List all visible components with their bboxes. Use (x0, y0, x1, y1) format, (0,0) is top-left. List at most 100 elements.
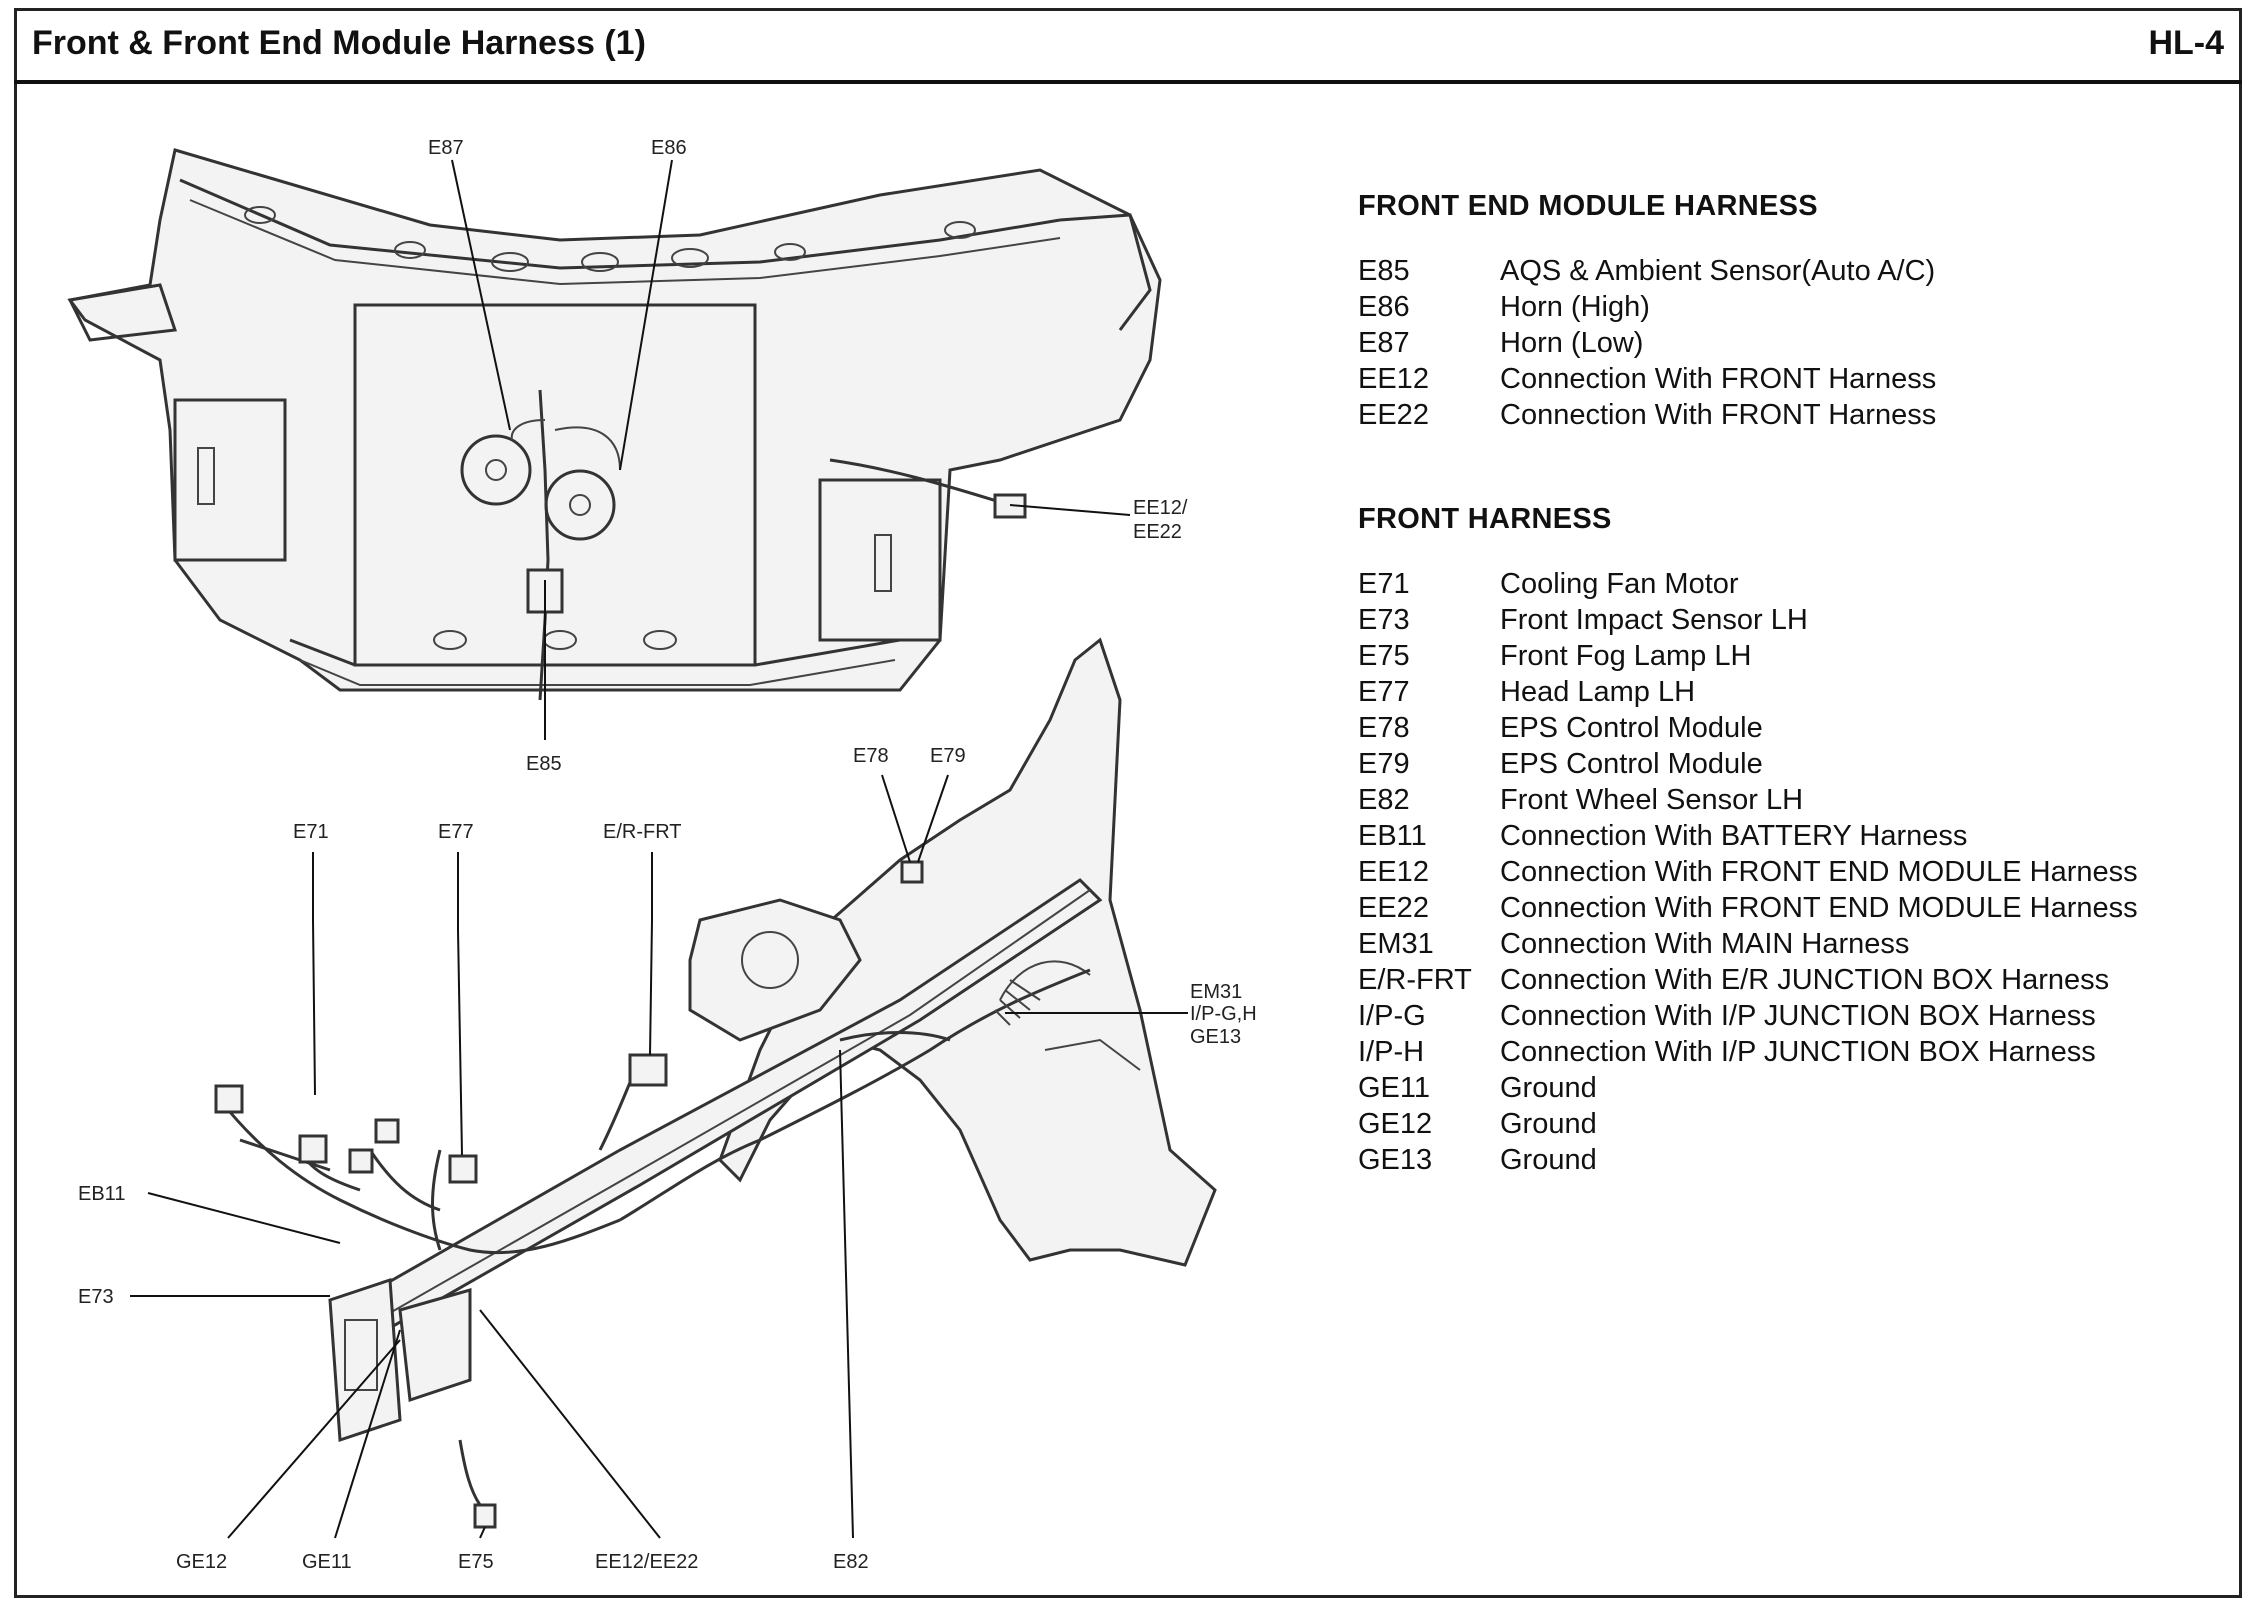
leader-e82 (839, 1049, 854, 1539)
connector-description: Front Fog Lamp LH (1500, 640, 1752, 672)
connector-code: E82 (1358, 784, 1410, 816)
legend-row: E71 Cooling Fan Motor (1358, 566, 2218, 602)
legend-list-front-end-module: E85 AQS & Ambient Sensor(Auto A/C) E86 Hor… (1358, 253, 2218, 433)
connector-code: GE11 (1358, 1072, 1431, 1104)
legend-row: E73 Front Impact Sensor LH (1358, 602, 2218, 638)
front-harness-assembly (214, 637, 1217, 1529)
leader-ge12 (227, 1339, 401, 1539)
page-header: Front & Front End Module Harness (1) HL-… (14, 8, 2242, 84)
connector-code: E86 (1358, 291, 1410, 323)
label-eb11: EB11 (78, 1183, 125, 1205)
label-e75: E75 (458, 1551, 494, 1573)
connector-code: EB11 (1358, 820, 1427, 852)
legend-row: EE12 Connection With FRONT END MODULE Har… (1358, 854, 2218, 890)
label-er-frt: E/R-FRT (603, 821, 682, 843)
label-ee12-ee22-top-line1: EE12/ (1133, 497, 1188, 519)
connector-code: E79 (1358, 748, 1410, 780)
connector-description: EPS Control Module (1500, 748, 1763, 780)
leader-e86 (619, 159, 673, 471)
leader-ee12-ee22-bottom (479, 1309, 661, 1539)
page-title: Front & Front End Module Harness (1) (32, 24, 646, 62)
connector-description: Ground (1500, 1072, 1597, 1104)
connector-code: EM31 (1358, 928, 1434, 960)
connector-code: E71 (1358, 568, 1410, 600)
label-ip-gh: I/P-G,H (1190, 1003, 1257, 1025)
leader-e75 (479, 1526, 486, 1539)
label-ge12: GE12 (176, 1551, 227, 1573)
legend-row: EE12 Connection With FRONT Harness (1358, 361, 2218, 397)
leader-e87 (451, 159, 511, 431)
label-e85: E85 (526, 753, 562, 775)
label-ge11: GE11 (302, 1551, 352, 1573)
leader-e77 (457, 852, 463, 1156)
legend-row: E77 Head Lamp LH (1358, 674, 2218, 710)
connector-code: EE22 (1358, 892, 1429, 924)
connector-description: Front Impact Sensor LH (1500, 604, 1808, 636)
connector-description: AQS & Ambient Sensor(Auto A/C) (1500, 255, 1936, 287)
legend-row: EE22 Connection With FRONT Harness (1358, 397, 2218, 433)
leader-eb11 (147, 1192, 341, 1244)
connector-code: E/R-FRT (1358, 964, 1472, 996)
leader-e78 (881, 774, 911, 863)
connector-description: Head Lamp LH (1500, 676, 1696, 708)
legend-row: E78 EPS Control Module (1358, 710, 2218, 746)
legend-list-front: E71 Cooling Fan Motor E73 Front Impact Sen… (1358, 566, 2218, 1178)
connector-code: I/P-H (1358, 1036, 1425, 1068)
leader-er-frt (649, 852, 653, 1056)
connector-description: Front Wheel Sensor LH (1500, 784, 1804, 816)
label-e86: E86 (651, 137, 687, 159)
label-e79: E79 (930, 745, 966, 767)
label-e77: E77 (438, 821, 474, 843)
connector-description: EPS Control Module (1500, 712, 1763, 744)
connector-description: Connection With BATTERY Harness (1500, 820, 1968, 852)
connector-description: Cooling Fan Motor (1500, 568, 1739, 600)
connector-code: GE13 (1358, 1144, 1433, 1176)
legend-row: EB11 Connection With BATTERY Harness (1358, 818, 2218, 854)
legend-row: GE11 Ground (1358, 1070, 2218, 1106)
page-frame (14, 8, 2242, 1598)
connector-code: I/P-G (1358, 1000, 1426, 1032)
connector-description: Connection With FRONT Harness (1500, 399, 1937, 431)
legend-title-front-end-module: FRONT END MODULE HARNESS (1358, 190, 1818, 222)
legend-row: E85 AQS & Ambient Sensor(Auto A/C) (1358, 253, 2218, 289)
label-em31: EM31 (1190, 981, 1242, 1003)
connector-description: Ground (1500, 1144, 1597, 1176)
legend-title-front: FRONT HARNESS (1358, 503, 1612, 535)
connector-code: EE12 (1358, 363, 1429, 395)
connector-description: Connection With FRONT Harness (1500, 363, 1937, 395)
leader-e71 (312, 852, 316, 1096)
label-e71: E71 (293, 821, 329, 843)
connector-legend: FRONT END MODULE HARNESS E85 AQS & Ambien… (1358, 190, 2218, 1178)
connector-description: Connection With FRONT END MODULE Harness (1500, 892, 2138, 924)
connector-description: Connection With MAIN Harness (1500, 928, 1910, 960)
legend-row: EM31 Connection With MAIN Harness (1358, 926, 2218, 962)
connector-code: E73 (1358, 604, 1410, 636)
connector-code: E85 (1358, 255, 1410, 287)
legend-row: EE22 Connection With FRONT END MODULE Har… (1358, 890, 2218, 926)
legend-row: GE13 Ground (1358, 1142, 2218, 1178)
connector-code: EE12 (1358, 856, 1429, 888)
connector-code: E87 (1358, 327, 1410, 359)
leader-ge11 (334, 1329, 401, 1539)
label-ee12-ee22-top-line2: EE22 (1133, 521, 1182, 543)
connector-code: GE12 (1358, 1108, 1433, 1140)
connector-code: EE22 (1358, 399, 1429, 431)
leader-lines (130, 159, 1188, 1539)
label-e73: E73 (78, 1286, 114, 1308)
connector-code: E78 (1358, 712, 1410, 744)
connector-description: Horn (High) (1500, 291, 1650, 323)
connector-code: E77 (1358, 676, 1410, 708)
page-code: HL-4 (2148, 24, 2224, 62)
legend-row: E82 Front Wheel Sensor LH (1358, 782, 2218, 818)
label-e78: E78 (853, 745, 889, 767)
leader-ee12-ee22-top (1009, 504, 1131, 516)
connector-description: Connection With FRONT END MODULE Harness (1500, 856, 2138, 888)
label-ge13: GE13 (1190, 1026, 1241, 1048)
